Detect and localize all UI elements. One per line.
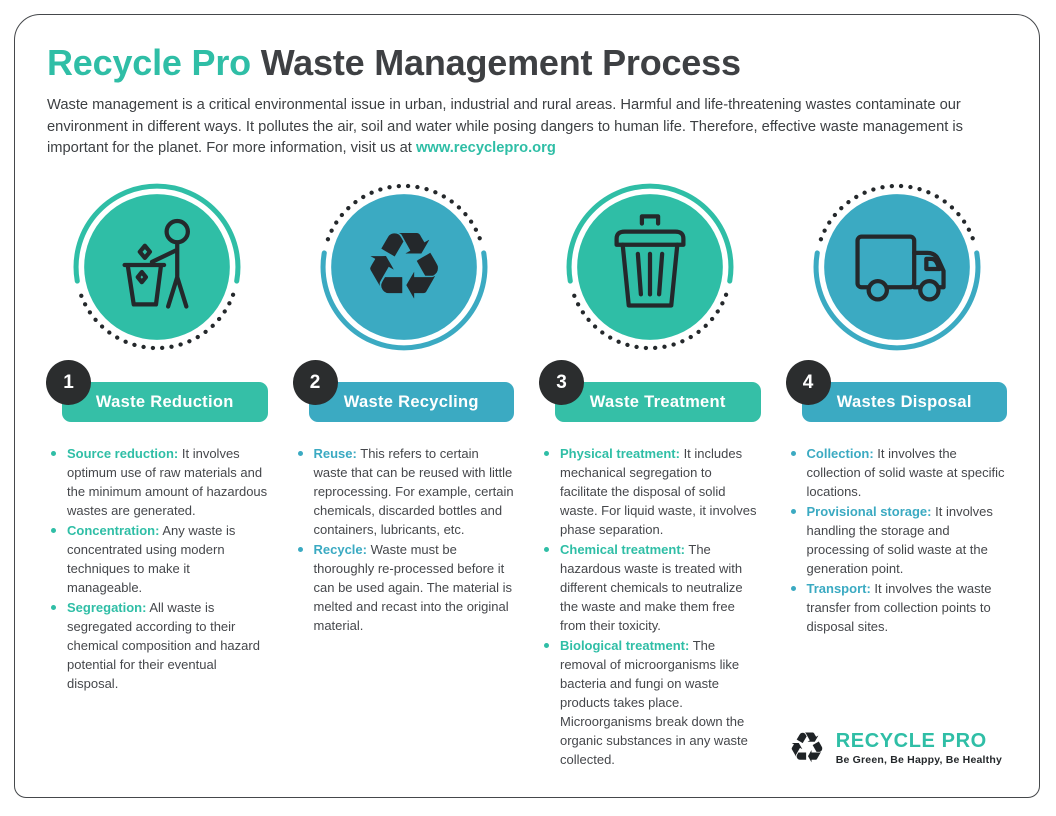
person-littering-icon: [73, 183, 241, 351]
list-item: Biological treatment: The removal of mic…: [539, 636, 762, 769]
step-column-wastes-disposal: 4 Wastes Disposal Collection: It involve…: [785, 181, 1009, 770]
step-title: Waste Treatment: [589, 392, 726, 411]
truck-icon: [813, 184, 981, 351]
svg-text:♻: ♻: [362, 212, 445, 320]
step-icon-circle: [46, 181, 269, 357]
step-number-badge: 2: [292, 360, 338, 406]
list-item: Collection: It involves the collection o…: [786, 444, 1009, 501]
step-number-badge: 3: [539, 360, 584, 406]
intro-paragraph: Waste management is a critical environme…: [47, 95, 1008, 160]
step-number: 2: [309, 371, 321, 393]
list-item: Provisional storage: It involves handlin…: [786, 502, 1009, 578]
step-number-badge: 1: [46, 360, 91, 406]
step-icon-circle: [786, 181, 1009, 357]
website-link[interactable]: www.recyclepro.org: [415, 140, 556, 157]
step-column-waste-recycling: ♻ 2 Waste Recycling Reuse: This refers t…: [292, 181, 516, 770]
step-icon-circle: [539, 181, 762, 357]
step-title-bar: Waste Recycling: [308, 382, 514, 423]
step-title-bar: Wastes Disposal: [801, 382, 1007, 423]
list-item: Concentration: Any waste is concentrated…: [46, 521, 269, 597]
step-number: 3: [556, 371, 567, 393]
page-title: Recycle Pro Waste Management Process: [47, 42, 1008, 84]
brand-logo: ♻ RECYCLE PRO Be Green, Be Happy, Be Hea…: [788, 727, 1002, 769]
step-points-list: Source reduction: It involves optimum us…: [46, 444, 269, 693]
logo-tagline: Be Green, Be Happy, Be Healthy: [835, 754, 1002, 766]
trash-can-icon: [566, 183, 734, 351]
list-item: Transport: It involves the waste transfe…: [786, 579, 1009, 636]
recycle-logo-icon: ♻: [788, 723, 826, 772]
step-header: 1 Waste Reduction: [46, 360, 269, 423]
step-number-badge: 4: [785, 360, 831, 406]
step-points-list: Collection: It involves the collection o…: [786, 444, 1009, 636]
step-header: 3 Waste Treatment: [539, 360, 762, 423]
step-number: 4: [802, 371, 814, 393]
logo-text-block: RECYCLE PRO Be Green, Be Happy, Be Healt…: [836, 730, 1002, 766]
step-icon-circle: ♻: [293, 181, 516, 357]
infographic-card: Recycle Pro Waste Management Process Was…: [14, 14, 1040, 798]
step-title: Wastes Disposal: [836, 392, 972, 411]
steps-grid: 1 Waste Reduction Source reduction: It i…: [46, 181, 1008, 770]
step-title-bar: Waste Reduction: [62, 382, 268, 423]
list-item: Physical treatment: It includes mechanic…: [539, 444, 762, 539]
brand-name: Recycle Pro: [47, 42, 251, 83]
step-title: Waste Reduction: [95, 392, 234, 411]
list-item: Chemical treatment: The hazardous waste …: [539, 540, 762, 635]
page-title-rest: Waste Management Process: [260, 42, 741, 83]
step-number: 1: [63, 371, 74, 393]
list-item: Source reduction: It involves optimum us…: [46, 444, 269, 520]
list-item: Recycle: Waste must be thoroughly re-pro…: [293, 540, 516, 635]
step-header: 4 Wastes Disposal: [785, 360, 1009, 423]
step-column-waste-treatment: 3 Waste Treatment Physical treatment: It…: [539, 181, 762, 770]
list-item: Segregation: All waste is segregated acc…: [46, 598, 269, 693]
logo-name: RECYCLE PRO: [835, 730, 987, 752]
step-column-waste-reduction: 1 Waste Reduction Source reduction: It i…: [46, 181, 269, 770]
intro-text: Waste management is a critical environme…: [47, 97, 964, 157]
recycle-arrows-icon: ♻: [320, 184, 488, 351]
step-title-bar: Waste Treatment: [555, 382, 761, 423]
step-header: 2 Waste Recycling: [292, 360, 516, 423]
step-title: Waste Recycling: [343, 392, 479, 411]
step-points-list: Reuse: This refers to certain waste that…: [293, 444, 516, 635]
step-points-list: Physical treatment: It includes mechanic…: [539, 444, 762, 769]
list-item: Reuse: This refers to certain waste that…: [293, 444, 516, 539]
